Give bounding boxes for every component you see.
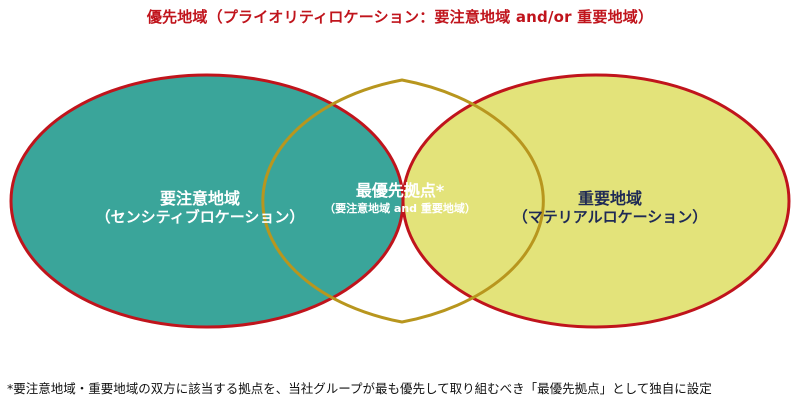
right-circle-sublabel: （マテリアルロケーション）: [512, 208, 708, 226]
overlap-label: 最優先拠点*: [355, 181, 445, 200]
overlap-sublabel: （要注意地域 and 重要地域）: [324, 202, 476, 215]
right-circle: [401, 73, 791, 329]
overlap-outline: [261, 78, 545, 324]
footnote: *要注意地域・重要地域の双方に該当する拠点を、当社グループが最も優先して取り組む…: [7, 381, 712, 396]
left-circle-label: 要注意地域: [159, 189, 240, 208]
right-circle-label: 重要地域: [577, 189, 642, 208]
left-circle-sublabel: （センシティブロケーション）: [95, 208, 305, 226]
diagram-title: 優先地域（プライオリティロケーション：要注意地域 and/or 重要地域）: [146, 8, 654, 26]
